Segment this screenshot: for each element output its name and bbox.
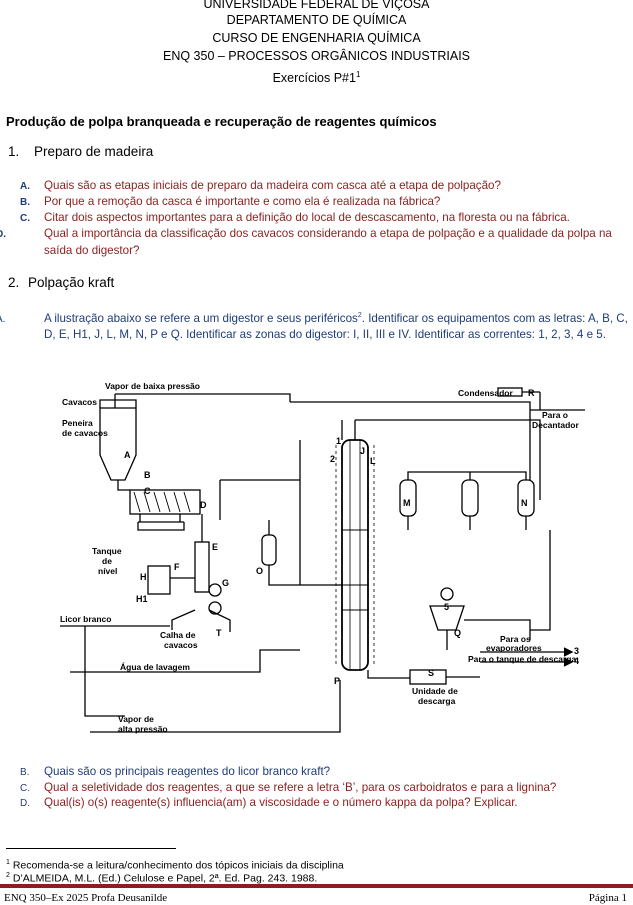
part2-item-b: B. Quais são os principais reagentes do l…: [20, 764, 630, 781]
footer-bar: [0, 884, 633, 888]
letter-p: P: [334, 676, 340, 686]
label-para-evaporadores: Para os: [500, 634, 531, 644]
item-letter: B.: [20, 197, 30, 208]
letter-r: R: [528, 388, 535, 398]
part2-item-d: D. Qual(is) o(s) reagente(s) influencia(a…: [20, 795, 630, 812]
letter-h1: H1: [136, 594, 148, 604]
label-peneira-2: de cavacos: [62, 428, 108, 438]
item-letter: D.: [20, 798, 30, 809]
item-text: Por que a remoção da casca é importante …: [44, 195, 441, 208]
part2-item-a: A. A ilustração abaixo se refere a um dig…: [0, 308, 630, 343]
footnote-ref: 1: [355, 70, 361, 79]
item-text: Quais são as etapas iniciais de preparo …: [44, 179, 501, 192]
label-para-decantador: Para o: [542, 410, 568, 420]
digester-diagram: Vapor de baixa pressão Cavacos Peneira d…: [60, 381, 585, 734]
footnote-ref: 2: [357, 312, 362, 319]
footnote-text: D’ALMEIDA, M.L. (Ed.) Celulose e Papel, …: [9, 872, 318, 885]
footnote-text: Recomenda-se a leitura/conhecimento dos …: [9, 859, 344, 872]
letter-n: N: [521, 498, 528, 508]
part2-title: Polpação kraft: [28, 275, 115, 290]
header-exercise: Exercícios P#11: [0, 67, 633, 86]
label-agua-lavagem: Água de lavagem: [120, 662, 190, 672]
letter-h: H: [140, 572, 147, 582]
label-peneira: Peneira: [62, 418, 93, 428]
label-cavacos: Cavacos: [62, 397, 97, 407]
item-text-continued: . Identificar os equipamentos com as let…: [44, 311, 628, 342]
header-university: UNIVERSIDADE FEDERAL DE VIÇOSA: [203, 0, 430, 11]
section-title: Produção de polpa branqueada e recuperaç…: [6, 114, 437, 129]
letter-d: D: [200, 500, 207, 510]
label-licor-branco: Licor branco: [60, 614, 111, 624]
label-tanque-3: nível: [98, 566, 117, 576]
stream-3: 3: [574, 646, 579, 656]
footer-course: ENQ 350–Ex 2025 Profa Deusanilde: [4, 892, 168, 904]
part1-item-b: B. Por que a remoção da casca é important…: [20, 194, 630, 211]
letter-q: Q: [454, 628, 461, 638]
letter-j: J: [360, 446, 365, 456]
item-text: Qual a importância da classificação dos …: [44, 227, 612, 257]
letter-e: E: [212, 542, 218, 552]
header-discipline: ENQ 350 – PROCESSOS ORGÂNICOS INDUSTRIAI…: [162, 49, 471, 63]
part1-title: Preparo de madeira: [34, 144, 154, 159]
item-text: Qual a seletividade dos reagentes, a que…: [44, 781, 557, 794]
part1-heading: 1. Preparo de madeira: [8, 144, 153, 159]
label-para-evaporadores-2: evaporadores: [486, 643, 542, 653]
item-text: A ilustração abaixo se refere a um diges…: [44, 311, 358, 325]
stream-1: 1: [336, 436, 341, 446]
header-course: CURSO DE ENGENHARIA QUÍMICA: [212, 31, 421, 45]
label-tanque-descarga: Para o tanque de descarga: [468, 654, 576, 664]
item-letter: C.: [20, 783, 30, 794]
item-letter: A.: [20, 181, 30, 192]
letter-c: C: [144, 486, 151, 496]
footnote-1: 1 Recomenda-se a leitura/conhecimento do…: [6, 856, 344, 873]
letter-s: S: [428, 668, 434, 678]
label-vapor-alta: Vapor de: [118, 714, 154, 724]
footnote-2: 2 D’ALMEIDA, M.L. (Ed.) Celulose e Papel…: [6, 869, 317, 886]
stream-2: 2: [330, 454, 335, 464]
item-letter: A.: [0, 313, 6, 325]
stream-5: 5: [444, 602, 449, 612]
letter-f: F: [174, 562, 180, 572]
letter-t: T: [216, 628, 222, 638]
letter-b: B: [144, 470, 151, 480]
label-unidade-descarga: Unidade de: [412, 686, 458, 696]
label-para-decantador-2: Decantador: [532, 420, 579, 430]
item-text: Citar dois aspectos importantes para a d…: [44, 211, 570, 224]
letter-a: A: [124, 450, 131, 460]
letter-m: M: [403, 498, 411, 508]
footnote-number: 1: [6, 859, 10, 866]
item-letter: B.: [20, 767, 30, 778]
footer-page-number: Página 1: [588, 892, 627, 904]
letter-l: L: [370, 456, 376, 466]
part2-item-c: C. Qual a seletividade dos reagentes, a q…: [20, 780, 630, 797]
header-exercise-text: Exercícios P#1: [272, 71, 356, 86]
label-tanque-2: de: [102, 556, 112, 566]
label-calha: Calha de: [160, 630, 196, 640]
stream-4: 4: [574, 656, 579, 666]
part1-item-a: A. Quais são as etapas iniciais de prepar…: [20, 178, 630, 195]
label-condensador: Condensador: [458, 388, 513, 398]
footnote-separator: [6, 848, 176, 849]
label-unidade-descarga-2: descarga: [418, 696, 456, 706]
part1-number: 1.: [8, 144, 20, 159]
footnote-number: 2: [6, 872, 10, 879]
header-department: DEPARTAMENTO DE QUÍMICA: [226, 13, 407, 27]
part2-number: 2.: [8, 275, 20, 290]
letter-g: G: [222, 578, 229, 588]
item-letter: D.: [0, 229, 6, 240]
item-text: Qual(is) o(s) reagente(s) influencia(am)…: [44, 796, 518, 809]
label-calha-2: cavacos: [164, 640, 198, 650]
label-vapor-baixa: Vapor de baixa pressão: [105, 381, 200, 391]
label-vapor-alta-2: alta pressão: [118, 724, 168, 734]
part1-item-c: C. Citar dois aspectos importantes para a…: [20, 210, 630, 227]
part1-item-d: D. Qual a importância da classificação do…: [0, 226, 630, 258]
part2-heading: 2. Polpação kraft: [8, 275, 114, 290]
label-tanque: Tanque: [92, 546, 122, 556]
item-text: Quais são os principais reagentes do lic…: [44, 765, 331, 778]
item-letter: C.: [20, 213, 30, 224]
letter-o: O: [256, 566, 263, 576]
